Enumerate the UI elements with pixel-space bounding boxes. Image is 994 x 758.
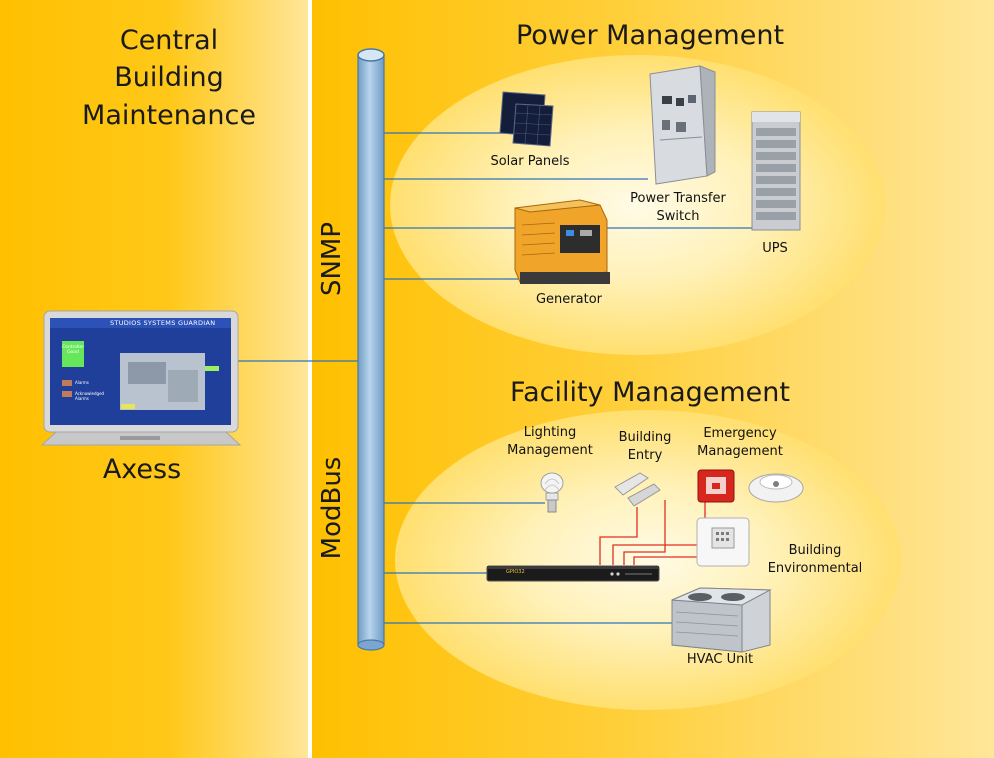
- door-sensor-icon: [614, 472, 661, 507]
- facility-management-zone: [395, 410, 900, 710]
- generator-label: Generator: [535, 292, 602, 307]
- bus-pipe: [357, 48, 385, 651]
- solar-panels-icon: [499, 91, 554, 147]
- screen-status-text: Controller Good: [62, 345, 85, 355]
- smoke-detector-icon: [748, 473, 804, 503]
- screen-legend-ack: Acknowledged Alarms: [75, 391, 105, 401]
- solar-panels-label: Solar Panels: [490, 154, 570, 169]
- power-management-zone: [390, 55, 885, 355]
- lightbulb-icon: [540, 472, 564, 513]
- power-transfer-switch-icon: [649, 65, 716, 185]
- hvac-unit-icon: [671, 587, 772, 653]
- central-building-maintenance-title: Central Building Maintenance: [82, 25, 256, 131]
- ups-icon: [751, 111, 801, 231]
- emergency-management-label: Emergency Management: [697, 426, 783, 459]
- power-transfer-switch-label: Power Transfer Switch: [630, 191, 726, 224]
- snmp-label: SNMP: [317, 221, 347, 297]
- ups-label: UPS: [762, 241, 788, 256]
- connector-lines: [236, 132, 752, 624]
- building-environmental-label: Building Environmental: [767, 543, 863, 576]
- screen-title: Studios Systems Guardian: [110, 319, 216, 327]
- emergency-call-point-icon: [697, 469, 735, 503]
- power-management-title: Power Management: [515, 20, 785, 51]
- hvac-unit-label: HVAC Unit: [686, 652, 754, 667]
- modbus-label: ModBus: [317, 456, 347, 560]
- building-entry-label: Building Entry: [618, 430, 672, 463]
- io-wires: [599, 498, 706, 565]
- io-controller-icon: [486, 565, 660, 582]
- axess-monitor-icon: [40, 310, 242, 446]
- lighting-management-label: Lighting Management: [507, 425, 593, 458]
- thermostat-icon: [696, 517, 750, 567]
- generator-icon: [514, 199, 610, 284]
- axess-label: Axess: [102, 454, 182, 485]
- facility-management-title: Facility Management: [510, 377, 790, 408]
- screen-legend-alarms: Alarms: [75, 380, 89, 385]
- controller-brand: GPIO32: [506, 569, 525, 575]
